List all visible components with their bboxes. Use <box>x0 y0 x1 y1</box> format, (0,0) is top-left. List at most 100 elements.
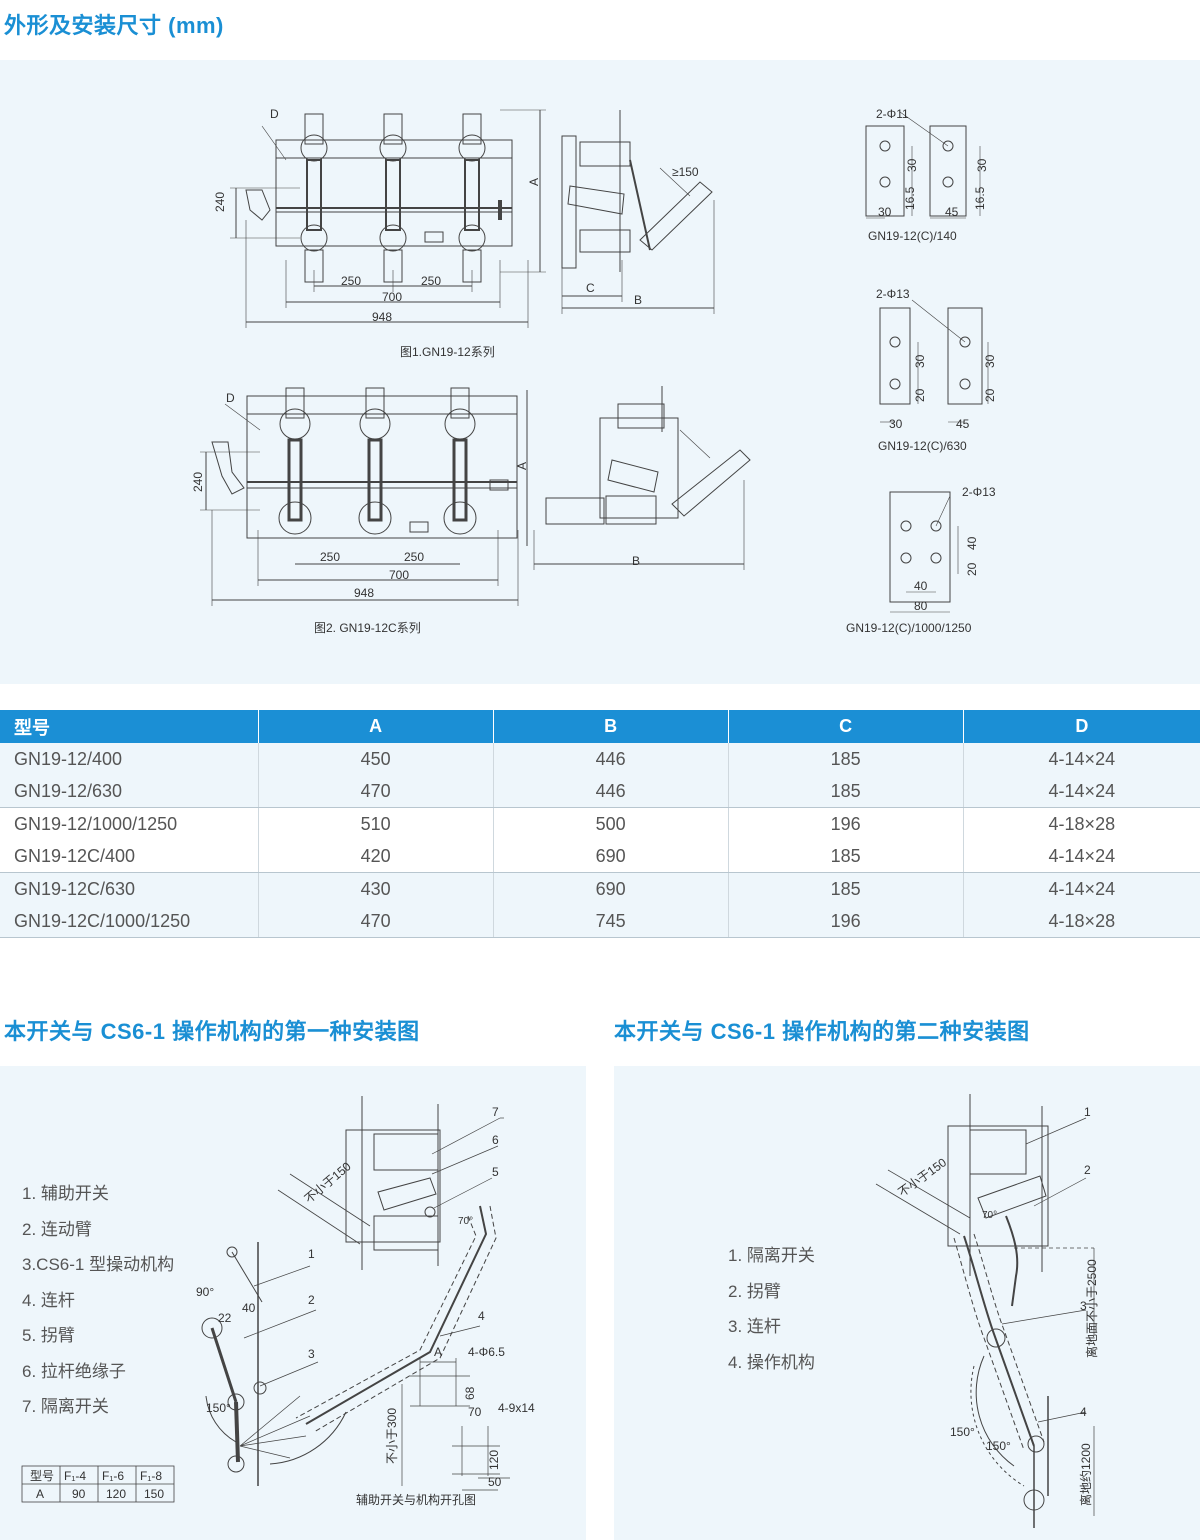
cell-b: 690 <box>493 872 729 905</box>
hole-caption: 辅助开关与机构开孔图 <box>356 1492 476 1507</box>
detail630-w45: 45 <box>956 417 970 431</box>
cell-d: 4-18×28 <box>1048 813 1116 834</box>
dimension-drawings: D 240 250 250 700 948 A C B ≥150 图1.GN19… <box>191 107 997 635</box>
cell-c: 185 <box>728 775 964 808</box>
fig2-dim-700: 700 <box>389 568 409 582</box>
legend-item: 1. 隔离开关 <box>728 1246 815 1265</box>
legend-item: 3.CS6-1 型操动机构 <box>22 1255 175 1274</box>
install1-callout-5: 5 <box>492 1165 499 1179</box>
install1-legend: 1. 辅助开关 2. 连动臂 3.CS6-1 型操动机构 4. 连杆 5. 拐臂… <box>22 1176 174 1425</box>
fig2-dim-a: A <box>515 462 529 470</box>
detail630-d20: 20 <box>913 388 927 402</box>
table-row: GN19-12/630 470 446 185 4-14×24 <box>0 775 1200 808</box>
install1-title: 本开关与 CS6-1 操作机构的第一种安装图 <box>4 1019 420 1044</box>
table-row: GN19-12/1000/1250 510 500 196 4-18×28 <box>0 807 1200 840</box>
cell-a: 470 <box>258 775 494 808</box>
install2-min150: 不小于150 <box>895 1155 949 1199</box>
cell-a: 510 <box>258 807 494 840</box>
cell-a: 450 <box>258 743 494 775</box>
install1-angle-150: 150° <box>206 1401 231 1415</box>
header-c: C <box>728 710 964 743</box>
install1-dim-22: 22 <box>218 1311 232 1325</box>
detail630-w30: 30 <box>889 417 903 431</box>
cell-d: 4-14×24 <box>963 743 1200 775</box>
install2-title: 本开关与 CS6-1 操作机构的第二种安装图 <box>614 1019 1030 1044</box>
cell-b: 446 <box>493 775 729 808</box>
cell-c: 185 <box>728 840 964 873</box>
legend-item: 2. 连动臂 <box>22 1219 92 1239</box>
hole-dim-68: 68 <box>463 1386 477 1400</box>
legend-item: 7. 隔离开关 <box>22 1397 109 1416</box>
figure2-caption: 图2. GN19-12C系列 <box>314 621 421 635</box>
mini-table-cell-90: 90 <box>72 1487 86 1501</box>
fig2-dim-250a: 250 <box>320 550 340 564</box>
detail1000-caption: GN19-12(C)/1000/1250 <box>846 621 972 635</box>
install1-dim-40: 40 <box>242 1301 256 1315</box>
fig1-dim-240: 240 <box>213 192 227 212</box>
install2-panel: 1. 隔离开关 2. 拐臂 3. 连杆 4. 操作机构 <box>614 1066 1200 1540</box>
detail-1000-drawing <box>889 491 959 613</box>
hole-spec-65: 4-Φ6.5 <box>468 1345 505 1359</box>
fig2-dim-250b: 250 <box>404 550 424 564</box>
install1-callout-4: 4 <box>478 1309 485 1323</box>
detail140-d165b: 16.5 <box>973 186 987 210</box>
cell-model: GN19-12/400 <box>0 743 259 775</box>
fig1-dim-a: A <box>527 178 541 186</box>
detail140-d165: 16.5 <box>903 186 917 210</box>
fig1-dim-700: 700 <box>382 290 402 304</box>
cell-b: 745 <box>493 905 729 938</box>
table-header-row: 型号 A B C D <box>0 710 1200 743</box>
header-b: B <box>493 710 729 743</box>
fig2-label-d: D <box>226 391 235 405</box>
header-model: 型号 <box>0 710 259 743</box>
legend-item: 1. 辅助开关 <box>22 1184 109 1203</box>
figure1-caption: 图1.GN19-12系列 <box>400 345 495 359</box>
install1-angle-70: 70° <box>458 1216 473 1227</box>
cell-model: GN19-12/1000/1250 <box>0 807 259 840</box>
detail140-d30b: 30 <box>975 158 989 172</box>
dimension-drawing-panel: D 240 250 250 700 948 A C B ≥150 图1.GN19… <box>0 60 1200 684</box>
detail1000-w40: 40 <box>914 579 928 593</box>
detail1000-hole: 2-Φ13 <box>962 485 996 499</box>
fig1-dim-b: B <box>634 293 642 307</box>
hole-dim-min300: 不小于300 <box>385 1408 399 1464</box>
cell-a: 420 <box>258 840 494 873</box>
install2-angle-70: 70° <box>982 1210 997 1221</box>
cell-model: GN19-12C/400 <box>0 840 259 873</box>
dimension-spec-table: 型号 A B C D GN19-12/400 450 446 185 4-14×… <box>0 710 1200 938</box>
hole-dim-a: A <box>434 1345 442 1359</box>
fig2-dim-b: B <box>632 554 640 568</box>
fig1-dim-250b: 250 <box>421 274 441 288</box>
install1-callout-7: 7 <box>492 1105 499 1119</box>
hole-dim-120: 120 <box>487 1450 501 1470</box>
cell-b: 446 <box>493 743 729 775</box>
cell-c: 196 <box>728 807 964 840</box>
detail140-w45: 45 <box>945 205 959 219</box>
install2-callout-3: 3 <box>1080 1299 1087 1313</box>
figure1-side-view <box>561 110 715 314</box>
detail-630-drawing <box>879 299 989 423</box>
install2-ground-1200: 离地约1200 <box>1078 1443 1093 1506</box>
install2-ground-2500: 离地面不小于2500 <box>1084 1259 1099 1358</box>
install2-legend: 1. 隔离开关 2. 拐臂 3. 连杆 4. 操作机构 <box>728 1238 815 1380</box>
page-title: 外形及安装尺寸 (mm) <box>4 13 224 38</box>
fig2-dim-948: 948 <box>354 586 374 600</box>
install2-callout-1: 1 <box>1084 1105 1091 1119</box>
detail140-hole: 2-Φ11 <box>876 107 909 121</box>
cell-c: 196 <box>728 905 964 938</box>
install2-drawing: 1 2 3 4 不小于150 70° 离地面不小于2500 150° 150° … <box>875 1094 1099 1528</box>
cell-d: 4-18×28 <box>963 905 1200 938</box>
cell-c: 185 <box>728 872 964 905</box>
mini-table-header-f8: F₁-8 <box>140 1469 162 1483</box>
mini-table-header-f6: F₁-6 <box>102 1469 124 1483</box>
mini-table-header-f4: F₁-4 <box>64 1469 86 1483</box>
header-d: D <box>963 710 1200 743</box>
install1-angle-90: 90° <box>196 1285 214 1299</box>
detail630-caption: GN19-12(C)/630 <box>878 439 967 453</box>
detail140-d30: 30 <box>905 158 919 172</box>
cell-a: 470 <box>258 905 494 938</box>
legend-item: 6. 拉杆绝缘子 <box>22 1361 126 1381</box>
fig2-dim-240: 240 <box>191 472 205 492</box>
install1-drawing: 型号 F₁-4 F₁-6 F₁-8 A 90 120 150 7 6 5 4 1… <box>21 1096 535 1507</box>
mini-table-cell-120: 120 <box>106 1487 126 1501</box>
